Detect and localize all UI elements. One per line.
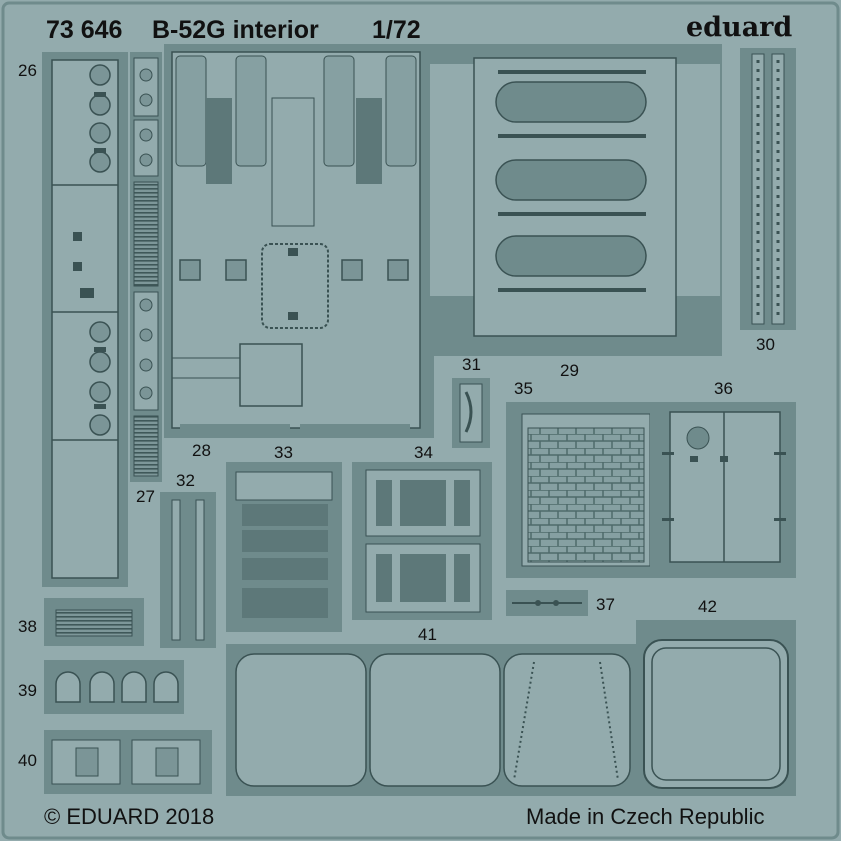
product-name: B-52G interior xyxy=(152,16,319,44)
part-26-shape xyxy=(42,52,128,587)
part-label-40: 40 xyxy=(18,751,37,770)
part-32-shape xyxy=(160,492,216,648)
part-33-shape xyxy=(226,462,342,632)
part-27-shape xyxy=(130,52,162,482)
part-label-30: 30 xyxy=(756,335,775,354)
part-label-38: 38 xyxy=(18,617,37,636)
part-37-shape xyxy=(506,590,588,616)
part-label-31: 31 xyxy=(462,355,481,374)
part-34-shape xyxy=(352,462,492,620)
part-label-26: 26 xyxy=(18,61,37,80)
part-label-37: 37 xyxy=(596,595,615,614)
part-label-41: 41 xyxy=(418,625,437,644)
origin-text: Made in Czech Republic xyxy=(526,804,765,829)
part-label-36: 36 xyxy=(714,379,733,398)
part-31-shape xyxy=(452,378,490,448)
part-label-28: 28 xyxy=(192,441,211,460)
product-scale: 1/72 xyxy=(372,16,421,44)
part-label-29: 29 xyxy=(560,361,579,380)
part-39-shape xyxy=(44,660,184,714)
brand-logo-text: eduard xyxy=(686,12,793,43)
part-label-27: 27 xyxy=(136,487,155,506)
part-label-42: 42 xyxy=(698,597,717,616)
part-30-shape xyxy=(740,48,796,330)
part-40-shape xyxy=(44,730,212,794)
part-41-shape xyxy=(226,644,636,796)
part-label-34: 34 xyxy=(414,443,433,462)
part-35-shape xyxy=(506,402,664,578)
product-code: 73 646 xyxy=(46,16,123,44)
part-label-33: 33 xyxy=(274,443,293,462)
copyright-text: © EDUARD 2018 xyxy=(44,804,215,829)
part-label-32: 32 xyxy=(176,471,195,490)
part-28-shape xyxy=(164,44,434,438)
part-label-35: 35 xyxy=(514,379,533,398)
part-42-shape xyxy=(636,620,796,796)
part-29-shape xyxy=(430,44,722,356)
part-label-39: 39 xyxy=(18,681,37,700)
part-38-shape xyxy=(44,598,144,646)
part-36-shape xyxy=(650,402,796,578)
